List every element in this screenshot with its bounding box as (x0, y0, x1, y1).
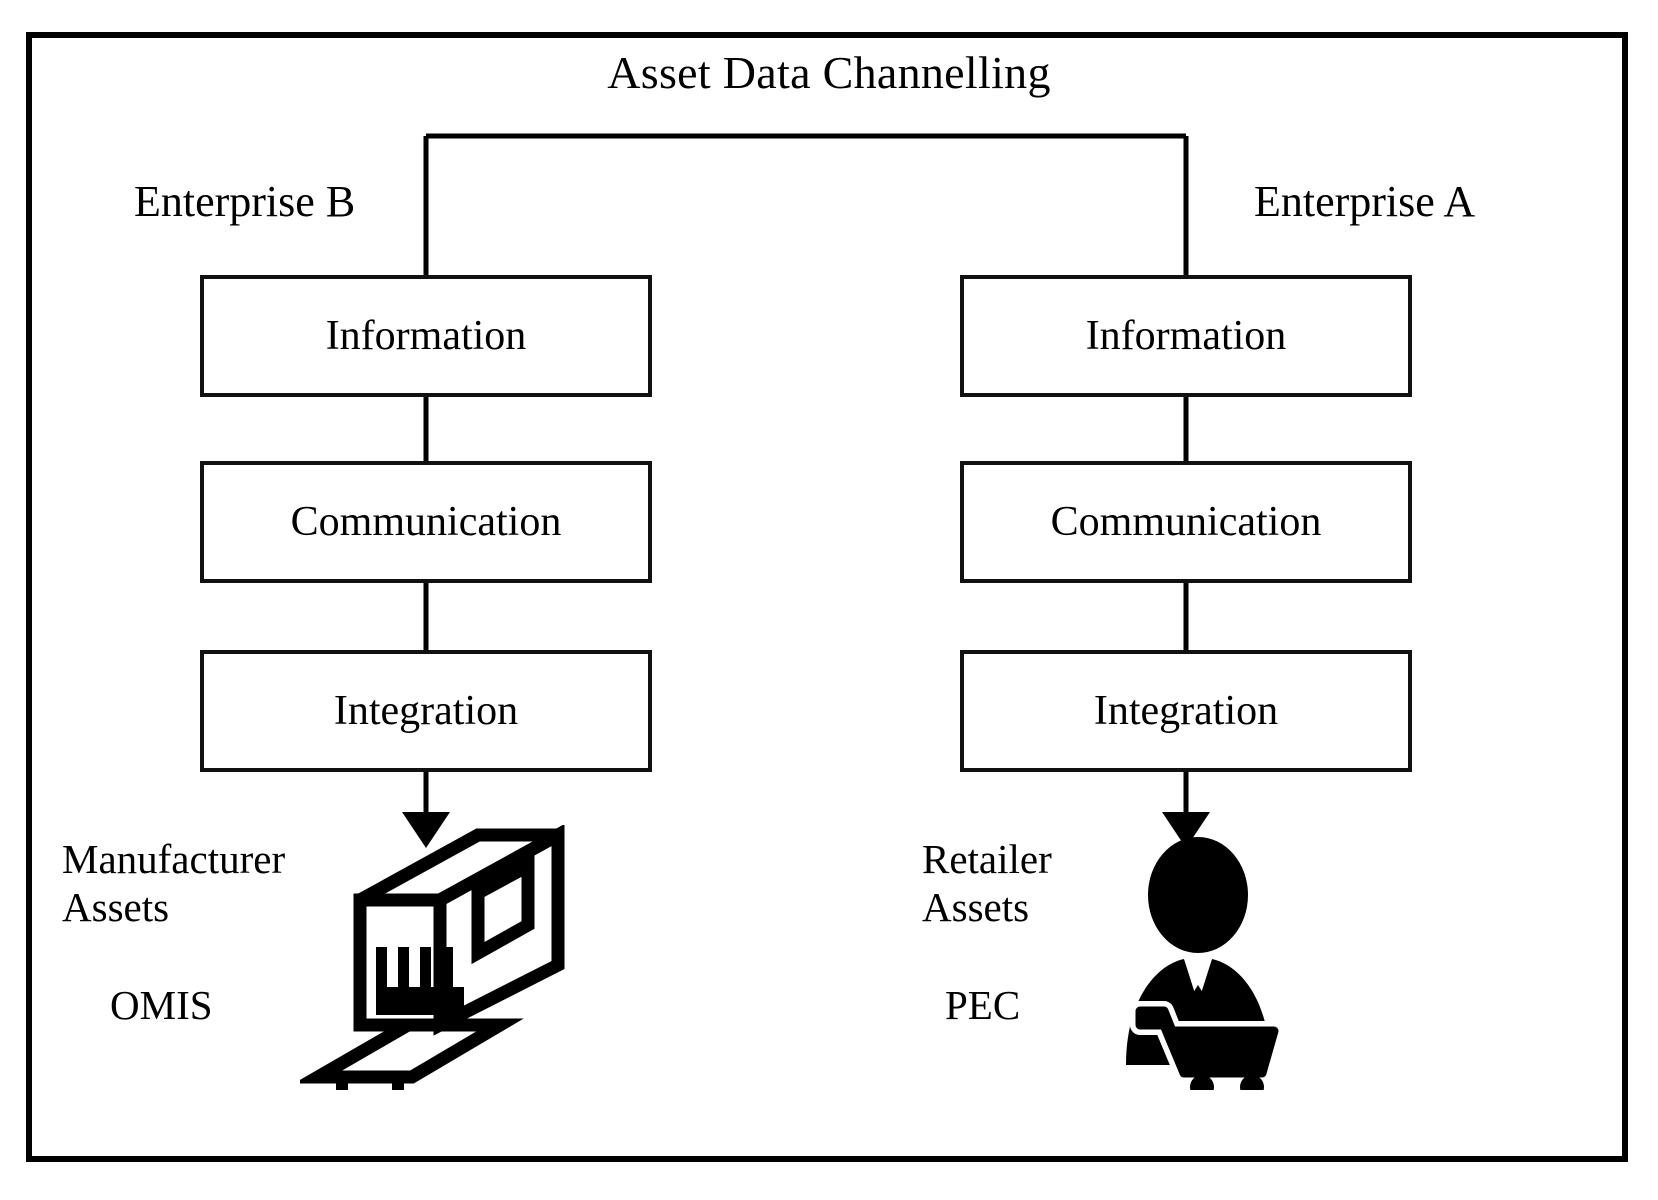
omis-label: OMIS (110, 982, 213, 1028)
left-communication-box[interactable]: Communication (200, 461, 652, 583)
pec-label: PEC (945, 982, 1021, 1028)
enterprise-a-label: Enterprise A (1254, 177, 1476, 226)
diagram-outer-frame (26, 32, 1628, 1162)
right-communication-box[interactable]: Communication (960, 461, 1412, 583)
right-integration-box[interactable]: Integration (960, 650, 1412, 772)
person-head (1148, 837, 1248, 953)
manufacturer-assets-label: Manufacturer Assets (62, 836, 286, 931)
enterprise-b-label: Enterprise B (134, 177, 356, 226)
factory-machine-icon-wrapper (293, 823, 570, 1101)
conveyor-belt (293, 1018, 524, 1084)
machine-teeth (376, 947, 464, 1015)
right-information-box[interactable]: Information (960, 275, 1412, 397)
retailer-shopper-icon (1126, 837, 1284, 1099)
left-information-box[interactable]: Information (200, 275, 652, 397)
person-collar (1184, 955, 1212, 985)
retailer-shopper-icon-wrapper (1098, 835, 1298, 1099)
retailer-assets-label: Retailer Assets (922, 836, 1052, 931)
diagram-title: Asset Data Channelling (607, 47, 1051, 98)
left-integration-box[interactable]: Integration (200, 650, 652, 772)
factory-machine-icon (293, 823, 565, 1101)
